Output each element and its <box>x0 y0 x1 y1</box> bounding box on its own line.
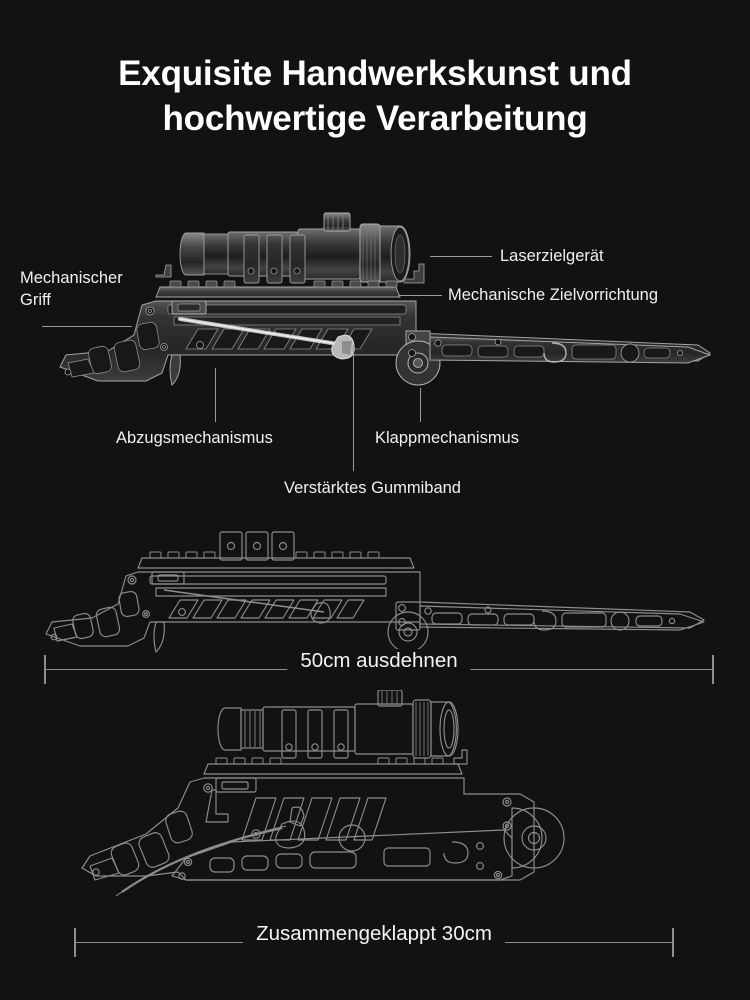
callout-laserzielgeraet: Laserzielgerät <box>500 247 604 265</box>
callout-mechanische-zielvorrichtung: Mechanische Zielvorrichtung <box>448 286 659 304</box>
figure-folded-outline <box>60 690 680 915</box>
folding-mechanism <box>395 330 441 386</box>
leader-laserzielgeraet <box>430 256 492 257</box>
dimension-label-folded: Zusammengeklappt 30cm <box>243 922 505 946</box>
figure-assembly-labeled <box>38 205 728 415</box>
scope-assembly <box>179 212 411 284</box>
frame-body <box>59 300 711 386</box>
dimension-label-extended: 50cm ausdehnen <box>287 649 471 673</box>
dimension-extended: 50cm ausdehnen <box>44 649 714 685</box>
leader-mechanischer-griff <box>42 326 132 327</box>
dimension-folded: Zusammengeklappt 30cm <box>74 922 674 958</box>
callout-verstaerktes-gummiband: Verstärktes Gummiband <box>284 479 461 497</box>
callout-klappmechanismus: Klappmechanismus <box>375 429 519 447</box>
page-title: Exquisite Handwerkskunst und hochwertige… <box>118 54 632 138</box>
callout-abzugsmechanismus: Abzugsmechanismus <box>116 429 273 447</box>
figure-extended-outline <box>40 520 720 655</box>
leader-abzugsmechanismus <box>215 368 216 422</box>
reinforced-rubber-band <box>178 317 355 360</box>
picatinny-rail <box>155 263 425 298</box>
leader-klappmechanismus <box>420 388 421 422</box>
leader-verstaerktes-gummiband <box>353 345 354 471</box>
leader-mechanische-zielvorrichtung <box>398 295 442 296</box>
callout-mechanischer-griff: Mechanischer Griff <box>20 269 123 309</box>
dimension-tick-right <box>672 928 674 957</box>
dimension-tick-right <box>712 655 714 684</box>
extended-limb <box>429 336 712 364</box>
